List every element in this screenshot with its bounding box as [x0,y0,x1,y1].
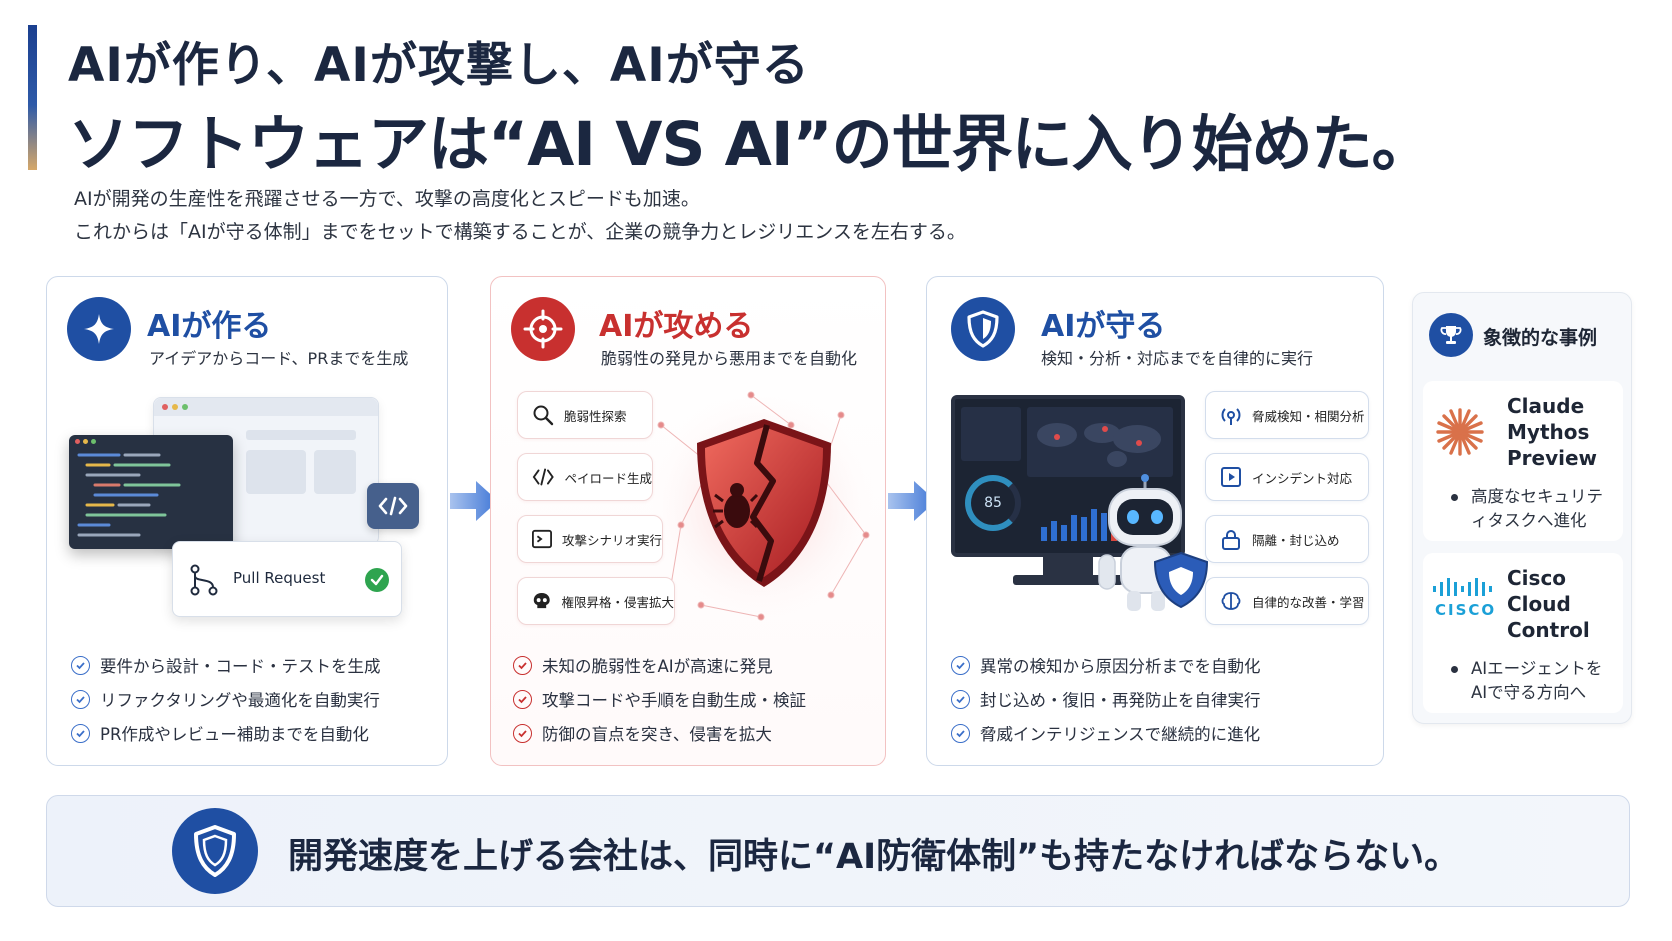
check-icon [951,723,970,743]
card-ai-defend: AIが守る 検知・分析・対応までを自律的に実行 85 [926,276,1384,766]
case-note: AIエージェントをAIで守る方向へ [1451,657,1617,705]
sparkle-icon [67,297,131,361]
pill-label: 自律的な改善・学習 [1252,594,1365,610]
terminal-icon [532,529,552,549]
pill-incident-response: インシデント対応 [1205,453,1369,501]
subtitle-line-2: これからは「AIが守る体制」までをセットで構築することが、企業の競争力とレジリエ… [74,221,966,243]
claude-starburst-logo [1436,408,1484,456]
card-ai-create: AIが作る アイデアからコード、PRまでを生成 [46,276,448,766]
check-text: 封じ込め・復旧・再発防止を自律実行 [980,691,1261,710]
check-icon [71,655,90,675]
card-description: 検知・分析・対応までを自律的に実行 [1041,349,1314,368]
cases-title: 象徴的な事例 [1483,327,1598,349]
pill-label: 脆弱性探索 [564,408,627,424]
world-map-panel [1027,407,1173,477]
robot-mascot-icon [1098,474,1209,611]
check-item: 未知の脆弱性をAIが高速に発見 [513,653,773,677]
play-icon [1221,467,1241,487]
check-item: 攻撃コードや手順を自動生成・検証 [513,687,806,711]
card-description: 脆弱性の発見から悪用までを自動化 [601,349,858,368]
pill-threat-detection: 脅威検知・相関分析 [1205,391,1369,439]
check-item: 異常の検知から原因分析までを自動化 [951,653,1261,677]
title-line-1: AIが作り、AIが攻撃し、AIが守る [68,38,810,93]
card-title: AIが攻める [599,309,754,344]
check-circle-icon [365,568,389,592]
case-name: Cisco Cloud Control [1507,566,1590,642]
brain-icon [1221,592,1241,610]
crosshair-icon [511,297,575,361]
check-item: リファクタリングや最適化を自動実行 [71,687,380,711]
card-title: AIが守る [1041,309,1166,344]
title-accent-bar [28,25,37,170]
pill-payload: ペイロード生成 [517,453,653,501]
card-description: アイデアからコード、PRまでを生成 [149,349,409,368]
pill-isolation: 隔離・封じ込め [1205,515,1369,563]
pill-label: インシデント対応 [1252,470,1353,486]
check-icon [71,689,90,709]
check-text: 異常の検知から原因分析までを自動化 [980,657,1261,676]
check-item: 要件から設計・コード・テストを生成 [71,653,381,677]
code-editor-illustration [69,435,233,549]
pull-request-label: Pull Request [233,569,326,587]
lock-icon [1222,530,1240,550]
check-item: 封じ込め・復旧・再発防止を自律実行 [951,687,1261,711]
pill-label: 攻撃シナリオ実行 [561,532,662,548]
shield-icon [951,297,1015,361]
trophy-icon [1429,313,1473,357]
check-text: PR作成やレビュー補助までを自動化 [100,725,369,744]
check-icon [513,655,532,675]
arrow-right-icon [888,481,936,521]
case-name: Claude Mythos Preview [1507,394,1598,470]
case-card-cisco: CISCO Cisco Cloud Control AIエージェントをAIで守る… [1423,553,1623,713]
check-icon [71,723,90,743]
check-item: 脅威インテリジェンスで継続的に進化 [951,721,1260,745]
pill-attack-scenario: 攻撃シナリオ実行 [517,515,663,563]
pill-autonomous-learning: 自律的な改善・学習 [1205,577,1369,625]
pill-privilege-escalation: 権限昇格・侵害拡大 [517,577,675,625]
bottom-message-banner [46,795,1630,907]
check-icon [951,655,970,675]
case-note: 高度なセキュリティタスクへ進化 [1451,485,1617,533]
check-text: リファクタリングや最適化を自動実行 [100,691,380,710]
case-examples-panel: 象徴的な事例 Claude Mythos Preview 高度なセキュリティタス… [1412,292,1632,724]
pill-label: 脅威検知・相関分析 [1252,408,1365,424]
pill-label: 権限昇格・侵害拡大 [561,594,674,610]
check-icon [951,689,970,709]
git-branch-icon [190,564,218,596]
check-icon [513,689,532,709]
pill-label: ペイロード生成 [564,470,652,486]
magnifier-icon [533,405,554,426]
pull-request-card: Pull Request [172,541,402,617]
card-ai-attack: AIが攻める 脆弱性の発見から悪用までを自動化 [490,276,886,766]
check-text: 攻撃コードや手順を自動生成・検証 [542,691,806,710]
check-text: 脅威インテリジェンスで継続的に進化 [980,725,1261,744]
check-item: PR作成やレビュー補助までを自動化 [71,721,369,745]
radar-icon [1221,408,1241,425]
pill-vuln-scan: 脆弱性探索 [517,391,653,439]
check-text: 要件から設計・コード・テストを生成 [100,657,381,676]
card-title: AIが作る [147,309,272,344]
check-icon [513,723,532,743]
case-card-claude: Claude Mythos Preview 高度なセキュリティタスクへ進化 [1423,381,1623,541]
check-text: 防御の盲点を突き、侵害を拡大 [542,725,772,744]
check-text: 未知の脆弱性をAIが高速に発見 [542,657,773,676]
check-item: 防御の盲点を突き、侵害を拡大 [513,721,772,745]
skull-icon [533,593,550,609]
pill-label: 隔離・封じ込め [1252,532,1340,548]
score-gauge: 85 [965,475,1021,531]
code-icon [532,468,554,486]
broken-shield-icon [697,419,831,587]
cisco-logo: CISCO [1431,577,1501,619]
banner-text: 開発速度を上げる会社は、同時に“AI防衛体制”も持たなければならない。 [288,837,1460,877]
arrow-right-icon [450,481,498,521]
code-brackets-icon [367,483,419,529]
subtitle-line-1: AIが開発の生産性を飛躍させる一方で、攻撃の高度化とスピードも加速。 [74,188,700,210]
shield-icon [172,808,258,894]
title-line-2: ソフトウェアは“AI VS AI”の世界に入り始めた。 [68,109,1433,180]
